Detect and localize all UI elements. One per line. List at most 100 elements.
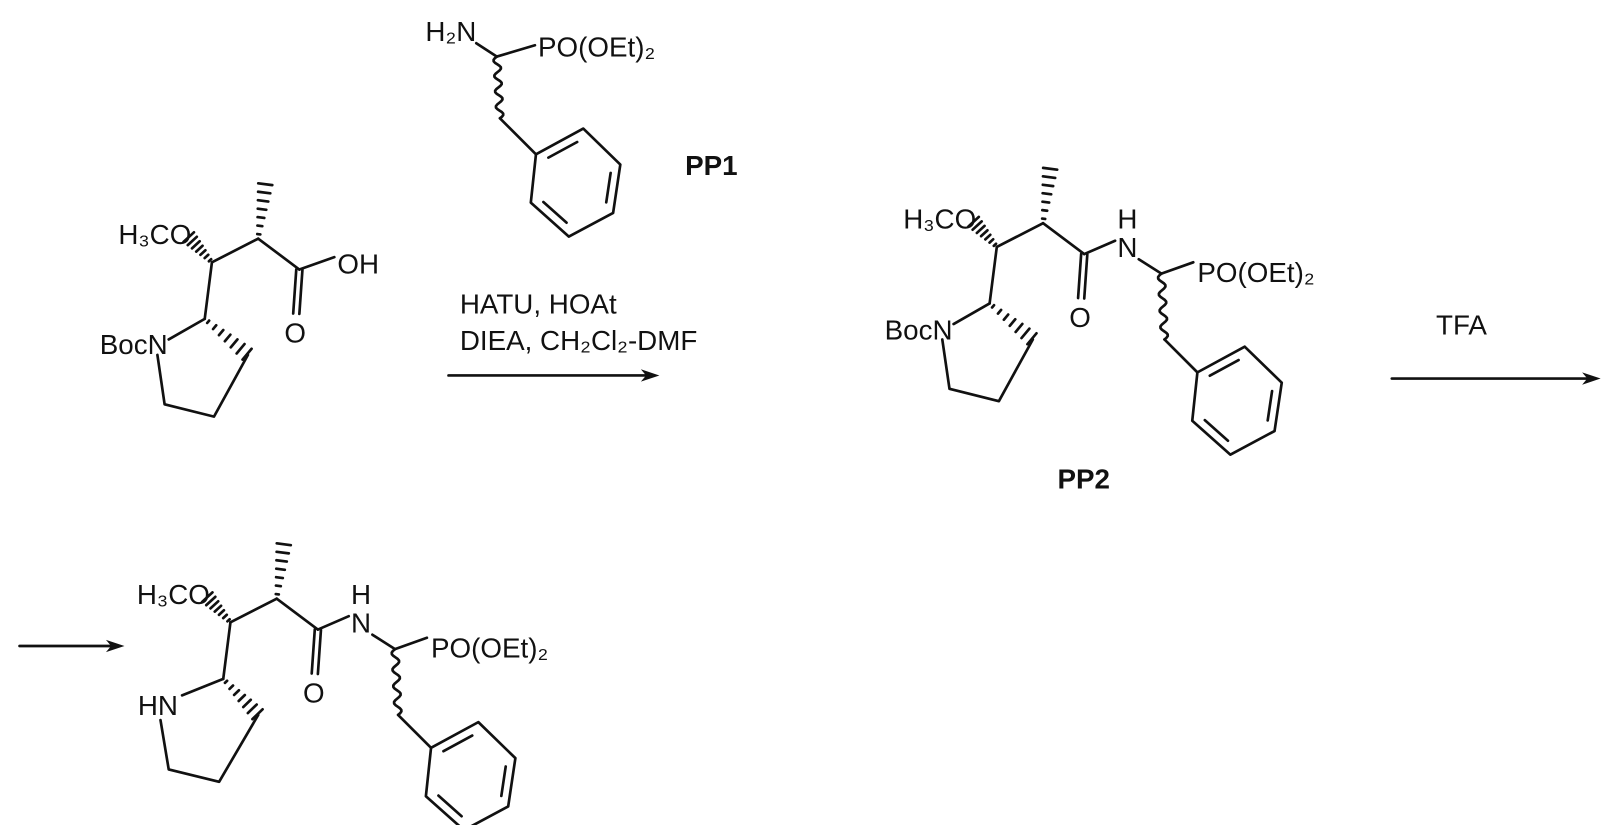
compound-name-pp1: PP1 xyxy=(685,150,737,181)
step1-conditions: HATU, HOAt DIEA, CH₂Cl₂-DMF xyxy=(460,289,698,356)
methoxy-hashed-bond xyxy=(205,255,209,258)
reagents-line-2: DIEA, CH₂Cl₂-DMF xyxy=(460,325,698,356)
single-bond xyxy=(372,635,395,649)
benzyl-bond xyxy=(500,118,536,154)
step2-reagent: TFA xyxy=(1436,309,1487,340)
ring-hashed-bond xyxy=(1004,315,1008,320)
methyl-hashed-bond xyxy=(1043,193,1052,194)
methoxy-hashed-bond xyxy=(981,230,987,236)
phosphonate-bond xyxy=(1161,262,1193,273)
ring-hashed-bond xyxy=(992,305,994,307)
boc-amine-label: BocN xyxy=(885,314,953,345)
ring-hashed-bond xyxy=(248,705,257,714)
carbonyl-double-bond xyxy=(299,270,302,314)
ring-n-bond xyxy=(182,679,223,695)
carbonyl-double-bond xyxy=(293,269,296,313)
methyl-hashed-bond xyxy=(276,560,286,561)
stereo-undefined-wavy-bond xyxy=(494,57,504,119)
methoxy-hashed-bond xyxy=(994,244,996,246)
single-bond xyxy=(277,599,318,630)
methoxy-hashed-bond xyxy=(215,606,221,612)
hydroxyl-label: OH xyxy=(337,249,379,280)
single-bond xyxy=(205,262,212,319)
phosphonate-label: PO(OEt)₂ xyxy=(538,32,655,63)
stereo-undefined-wavy-bond xyxy=(1158,274,1168,340)
single-bond xyxy=(230,599,276,623)
ring-hashed-bond xyxy=(239,695,245,701)
phosphonate-label: PO(OEt)₂ xyxy=(1197,257,1314,288)
ring-hashed-bond xyxy=(225,335,231,342)
single-bond xyxy=(212,239,258,263)
carbonyl-oxygen-label: O xyxy=(303,678,325,709)
methoxy-hashed-bond xyxy=(196,246,202,252)
ring-hashed-bond xyxy=(225,681,227,683)
ring-hashed-bond xyxy=(1022,329,1030,338)
methyl-hashed-bond xyxy=(258,217,265,218)
phosphonate-bond xyxy=(395,638,427,649)
methyl-hashed-bond xyxy=(276,569,285,570)
methoxy-label: H₃CO xyxy=(118,219,191,250)
ring-hashed-bond xyxy=(237,344,245,353)
ring-hashed-bond xyxy=(207,321,209,323)
amide-nitrogen-label: N xyxy=(351,608,371,639)
amine-label: H₂N xyxy=(425,16,476,47)
single-bond xyxy=(1139,259,1162,273)
methoxy-hashed-bond xyxy=(977,226,985,233)
methyl-hashed-bond xyxy=(258,192,270,194)
carbonyl-double-bond xyxy=(1078,254,1081,298)
starting-acid-molecule: H₃CO OH O BocN xyxy=(100,219,379,360)
bond-layer xyxy=(20,43,1601,825)
ring-n-bond xyxy=(169,319,205,340)
aromatic-inner-bond xyxy=(501,767,505,796)
aromatic-inner-bond xyxy=(1268,391,1272,420)
ring-hashed-bond xyxy=(998,310,1001,314)
single-bond xyxy=(223,622,230,679)
methoxy-hashed-bond xyxy=(200,250,205,255)
benzyl-bond xyxy=(398,715,431,748)
ring-hashed-bond xyxy=(234,690,239,695)
carbonyl-double-bond xyxy=(318,630,321,674)
methyl-hashed-bond xyxy=(258,200,268,201)
amide-hydrogen-label: H xyxy=(1117,203,1137,234)
carbonyl-oxygen-label: O xyxy=(284,318,306,349)
ring-n-bond xyxy=(954,303,990,324)
methyl-hashed-bond xyxy=(1043,168,1057,170)
carbonyl-oxygen-label: O xyxy=(1069,302,1091,333)
methyl-hashed-bond xyxy=(1043,185,1053,186)
aromatic-inner-bond xyxy=(438,796,461,817)
amine-label: HN xyxy=(138,690,178,721)
methyl-hashed-bond xyxy=(257,226,262,227)
methoxy-hashed-bond xyxy=(985,235,990,240)
methyl-hashed-bond xyxy=(1042,202,1049,203)
pp1-molecule: H₂N PO(OEt)₂ PP1 xyxy=(425,16,737,181)
amide-nitrogen-label: N xyxy=(1117,232,1137,263)
methoxy-hashed-bond xyxy=(211,601,219,608)
methyl-hashed-bond xyxy=(277,552,289,554)
methyl-hashed-bond xyxy=(1043,176,1055,178)
aromatic-inner-bond xyxy=(543,202,566,223)
amide-hydrogen-label: H xyxy=(351,579,371,610)
methoxy-label: H₃CO xyxy=(903,203,976,234)
methoxy-hashed-bond xyxy=(209,259,211,261)
single-bond xyxy=(990,247,997,304)
amine-bond xyxy=(476,43,497,56)
benzyl-bond xyxy=(1164,339,1197,372)
pyrrolidine-ring xyxy=(942,339,1033,401)
methyl-hashed-bond xyxy=(276,586,281,587)
ring-hashed-bond xyxy=(243,700,250,707)
compound-name-pp2: PP2 xyxy=(1057,464,1109,495)
product-molecule: H₃CO HN O N H PO(OEt)₂ xyxy=(137,579,548,721)
phosphonate-label: PO(OEt)₂ xyxy=(431,632,548,663)
single-bond xyxy=(258,239,299,270)
methoxy-hashed-bond xyxy=(223,615,227,618)
amide-bond xyxy=(1084,241,1115,254)
methoxy-label: H₃CO xyxy=(137,579,210,610)
ring-hashed-bond xyxy=(1010,319,1016,326)
methyl-hashed-bond xyxy=(1042,210,1047,211)
phosphonate-bond xyxy=(497,45,535,56)
methoxy-hashed-bond xyxy=(219,610,224,615)
single-bond xyxy=(997,223,1043,247)
acid-oh-bond xyxy=(299,257,334,269)
single-bond xyxy=(1043,223,1084,254)
